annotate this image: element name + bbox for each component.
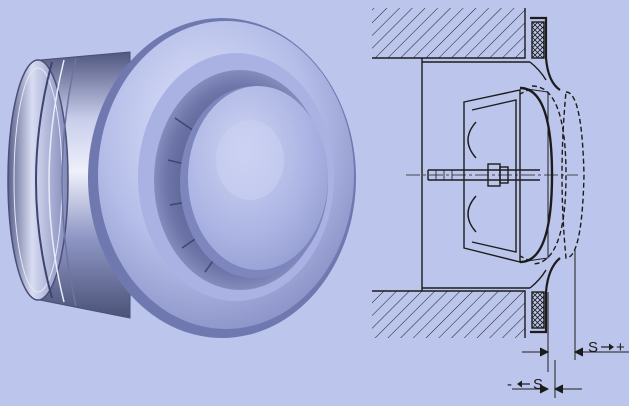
disc-max-position bbox=[561, 91, 585, 259]
dim-negative bbox=[512, 360, 582, 398]
dim-positive bbox=[522, 250, 629, 372]
gasket-top bbox=[531, 21, 545, 59]
valve-cone bbox=[463, 89, 521, 263]
dim-positive-sign: + bbox=[616, 339, 625, 356]
dim-positive-letter: S bbox=[588, 339, 598, 356]
lower-ceiling-section bbox=[372, 290, 526, 338]
dim-positive-arrowhead bbox=[609, 343, 614, 351]
flange-inner-top bbox=[529, 61, 547, 81]
disc-open-position bbox=[531, 85, 567, 265]
flange-profile-top bbox=[530, 16, 561, 91]
dim-positive-label: S + bbox=[588, 339, 625, 356]
ceiling-valve-photo bbox=[7, 18, 356, 338]
disc-guide-lines bbox=[519, 87, 533, 263]
section-drawing bbox=[372, 8, 629, 398]
dim-negative-letter: S bbox=[533, 376, 543, 393]
flange-profile-bottom bbox=[530, 257, 561, 334]
flange-inner-bottom bbox=[529, 269, 547, 289]
dim-negative-sign: - bbox=[507, 376, 512, 393]
dim-negative-arrowhead bbox=[517, 380, 522, 388]
centre-disc bbox=[180, 86, 328, 278]
dim-negative-label: - S bbox=[507, 376, 543, 393]
upper-ceiling-section bbox=[372, 8, 526, 59]
gasket-bottom bbox=[531, 291, 545, 329]
